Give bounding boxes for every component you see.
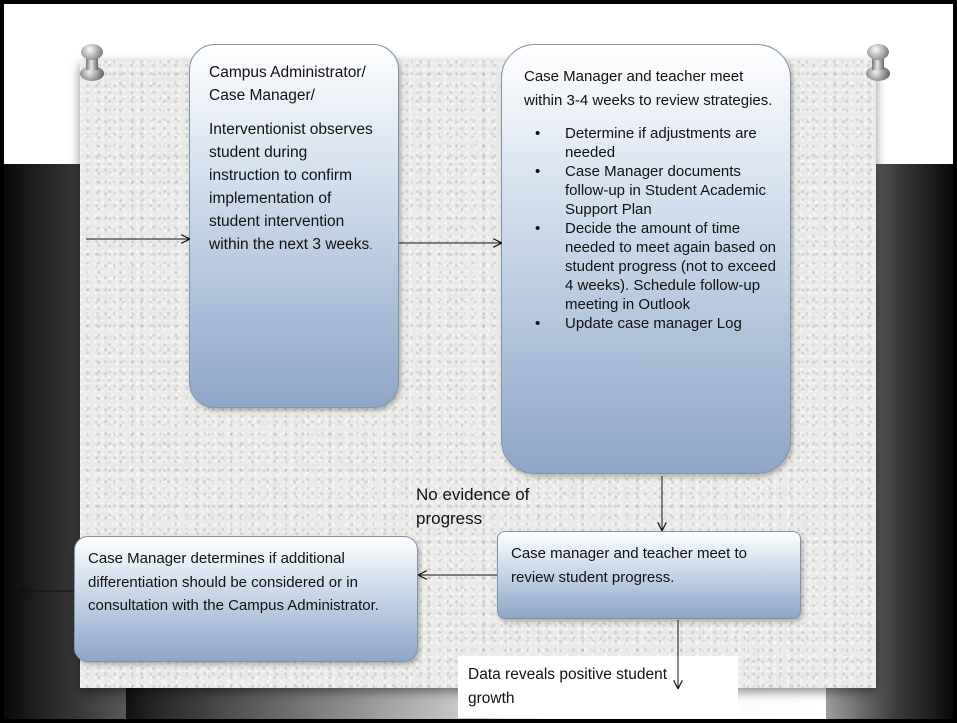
pushpin-icon — [866, 44, 890, 82]
no-evidence-label: No evidence of progress — [416, 485, 530, 528]
list-item: Update case manager Log — [524, 314, 776, 333]
list-item: Case Manager documents follow-up in Stud… — [524, 162, 776, 219]
progress-meeting-text: Case manager and teacher meet to review … — [511, 545, 747, 586]
positive-growth-label: Data reveals positive student growth — [468, 666, 668, 707]
positive-growth-note: Data reveals positive student growth — [458, 656, 738, 718]
observe-box-body: Interventionist observes student during … — [209, 121, 373, 253]
observe-box-title: Campus Administrator/ Case Manager/ — [209, 64, 366, 104]
review-box-intro: Case Manager and teacher meet within 3-4… — [524, 68, 773, 109]
differentiation-box: Case Manager determines if additional di… — [74, 536, 418, 662]
review-strategies-box: Case Manager and teacher meet within 3-4… — [501, 44, 791, 474]
differentiation-text: Case Manager determines if additional di… — [88, 550, 379, 614]
observe-student-box: Campus Administrator/ Case Manager/ Inte… — [189, 44, 399, 408]
progress-meeting-box: Case manager and teacher meet to review … — [497, 531, 801, 619]
list-item: Determine if adjustments are needed — [524, 124, 776, 162]
list-item: Decide the amount of time needed to meet… — [524, 219, 776, 314]
pushpin-icon — [80, 44, 104, 82]
review-steps-list: Determine if adjustments are needed Case… — [524, 124, 776, 333]
